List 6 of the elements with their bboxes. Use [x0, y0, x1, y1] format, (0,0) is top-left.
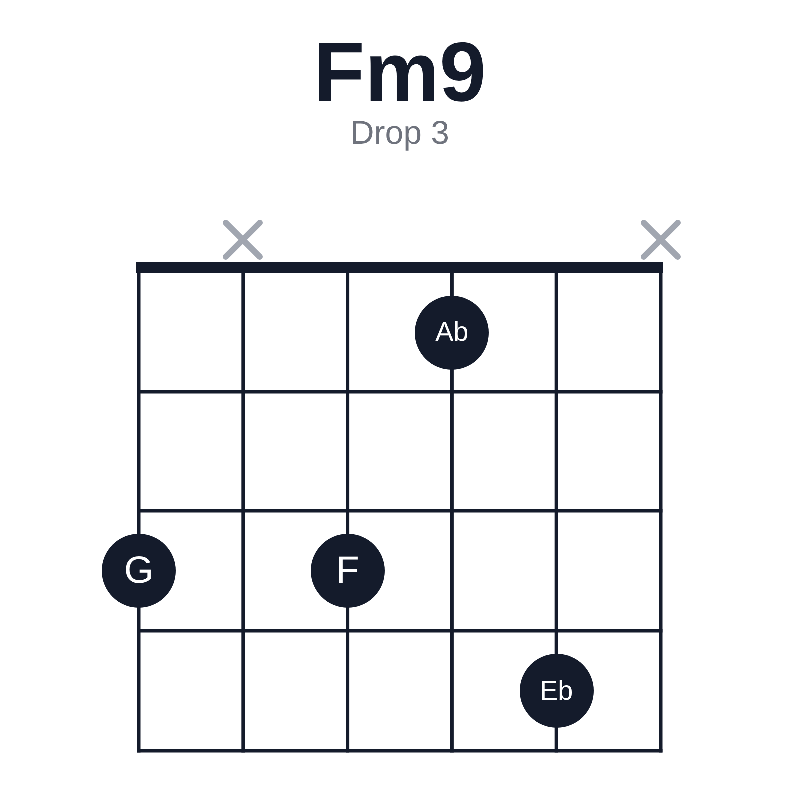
chord-title: Fm9 — [314, 30, 486, 114]
finger-dot: G — [102, 534, 176, 608]
finger-dot: Ab — [415, 296, 490, 370]
finger-dot: Eb — [520, 654, 594, 728]
voicing-label: Drop 3 — [350, 116, 450, 149]
finger-dot: F — [310, 534, 385, 608]
